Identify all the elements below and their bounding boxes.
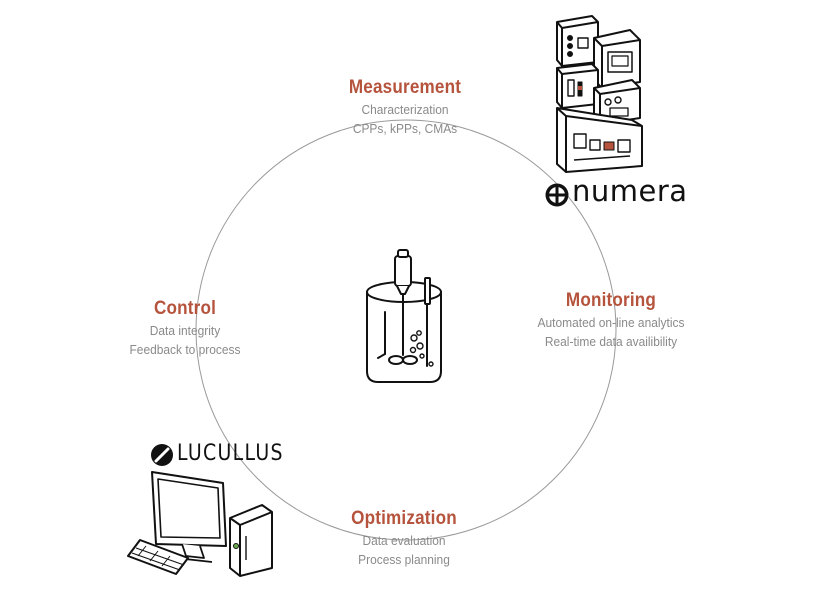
- computer-workstation-icon: [127, 471, 273, 577]
- monitoring-line-2: Real-time data availibility: [544, 334, 678, 349]
- analyzer-modules-icon: [556, 15, 643, 173]
- optimization-line-2: Process planning: [358, 552, 450, 567]
- control-title: Control: [153, 298, 217, 319]
- monitoring-title: Monitoring: [565, 290, 657, 311]
- cycle-circle: [195, 119, 617, 541]
- measurement-block: Measurement Characterization CPPs, kPPs,…: [275, 76, 535, 138]
- monitoring-line-1: Automated on-line analytics: [537, 315, 685, 330]
- numera-wordmark: numera: [572, 174, 688, 208]
- control-line-2: Feedback to process: [129, 342, 241, 357]
- lucullus-logo-icon: [151, 444, 173, 466]
- lucullus-wordmark: LUCULLUS: [177, 441, 284, 466]
- measurement-line-1: Characterization: [361, 102, 449, 117]
- optimization-line-1: Data evaluation: [362, 533, 446, 548]
- optimization-block: Optimization Data evaluation Process pla…: [274, 507, 534, 569]
- bioreactor-icon: [366, 249, 442, 383]
- numera-logo-icon: [545, 183, 569, 207]
- measurement-title: Measurement: [348, 77, 462, 98]
- monitoring-block: Monitoring Automated on-line analytics R…: [481, 289, 741, 351]
- optimization-title: Optimization: [351, 508, 457, 529]
- control-block: Control Data integrity Feedback to proce…: [55, 297, 315, 359]
- control-line-1: Data integrity: [149, 323, 221, 338]
- measurement-line-2: CPPs, kPPs, CMAs: [352, 121, 458, 136]
